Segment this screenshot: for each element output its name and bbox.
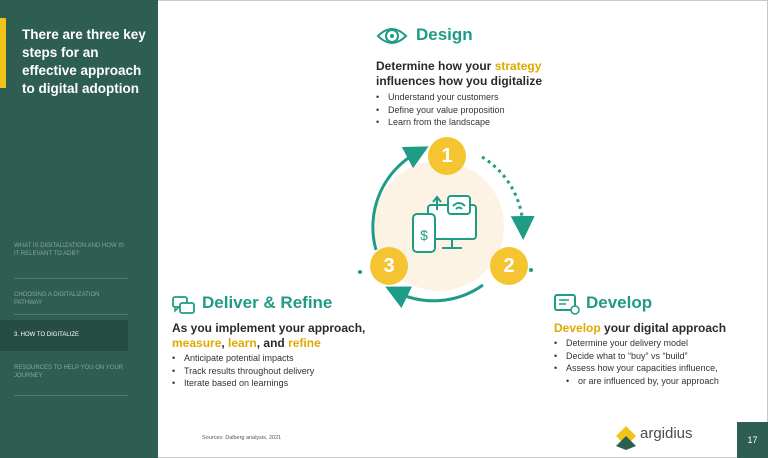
design-subhead-text: Determine how your [376, 59, 495, 73]
design-subhead: Determine how your strategy influences h… [376, 59, 576, 89]
sidebar-divider [14, 278, 128, 279]
sidebar: There are three key steps for an effecti… [0, 0, 158, 458]
cycle-arrow-3-to-1 [371, 146, 429, 251]
list-item: Anticipate potential impacts [172, 352, 314, 365]
list-item: Understand your customers [376, 91, 505, 104]
list-item: Decide what to “buy” vs “build” [554, 350, 719, 363]
deliver-keyword-measure: measure [172, 336, 222, 350]
sidebar-item-choosing-pathway[interactable]: Choosing a digitalization pathway [14, 292, 100, 306]
design-subhead-highlight: strategy [494, 59, 542, 73]
list-item: Iterate based on learnings [172, 377, 314, 390]
eye-strategy-icon [376, 24, 408, 53]
develop-bullets: Determine your delivery model Decide wha… [554, 337, 719, 387]
develop-subhead-text: your digital approach [600, 321, 727, 335]
sidebar-item-how-to-digitalize[interactable]: 3. How to digitalize [0, 320, 128, 351]
digital-devices-icon: $ [412, 195, 477, 253]
design-subhead-text: influences how you digitalize [376, 74, 543, 88]
develop-subhead-highlight: Develop [554, 321, 601, 335]
sidebar-divider [14, 395, 128, 396]
sidebar-divider [14, 314, 128, 315]
deliver-title: Deliver & Refine [202, 293, 333, 312]
brand-name: argidius [640, 425, 693, 442]
list-item: Assess how your capacities influence, [554, 362, 719, 375]
argidius-logo-icon [616, 426, 636, 450]
list-item: Track results throughout delivery [172, 365, 314, 378]
sidebar-item-resources[interactable]: Resources to help you on your journey [14, 365, 124, 379]
monitor-settings-icon [554, 294, 580, 321]
design-title: Design [416, 25, 473, 44]
sidebar-item-label: 3. How to digitalize [14, 332, 80, 338]
sidebar-accent-bar [0, 18, 6, 88]
list-item: Determine your delivery model [554, 337, 719, 350]
develop-subhead: Develop your digital approach [554, 321, 726, 336]
cycle-arrow-1-to-2 [481, 155, 535, 240]
cycle-arrow-2-to-3 [385, 283, 484, 309]
list-item: Define your value proposition [376, 104, 505, 117]
list-item: or are influenced by, your approach [554, 375, 719, 388]
deliver-keyword-refine: refine [288, 336, 321, 350]
sidebar-headline: There are three key steps for an effecti… [22, 27, 146, 96]
deliver-subhead-text: As you implement your approach, [172, 321, 366, 335]
design-bullets: Understand your customers Define your va… [376, 91, 505, 129]
main-content: $ 1 2 3 Design Determine how your strate… [158, 0, 768, 458]
page-number: 17 [737, 422, 768, 458]
deliver-bullets: Anticipate potential impacts Track resul… [172, 352, 314, 390]
develop-title: Develop [586, 293, 653, 312]
svg-text:$: $ [420, 227, 428, 243]
chat-bubbles-icon [172, 296, 196, 321]
source-note: Sources: Dalberg analysis, 2021 [202, 435, 282, 441]
deliver-keyword-learn: learn [228, 336, 257, 350]
list-item: Learn from the landscape [376, 116, 505, 129]
step-1-badge: 1 [428, 137, 466, 175]
step-3-badge: 3 [370, 247, 408, 285]
step-2-badge: 2 [490, 247, 528, 285]
sidebar-item-what-is-digitalization[interactable]: What is digitalization and how is it rel… [14, 243, 124, 257]
deliver-subhead-text: and [263, 336, 285, 350]
deliver-subhead: As you implement your approach, measure,… [172, 321, 366, 350]
